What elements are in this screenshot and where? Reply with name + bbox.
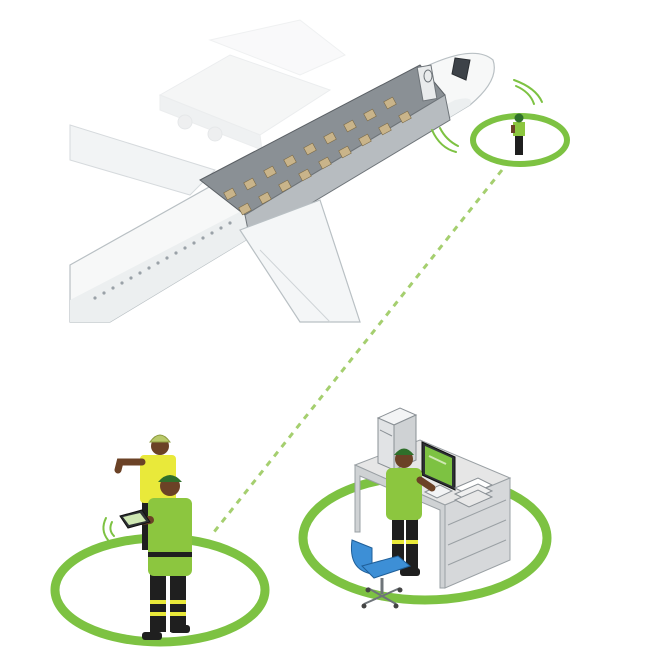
monitor-icon: [421, 441, 456, 494]
wireless-signal-icon: [431, 79, 543, 153]
airplane-cutaway-icon: [69, 19, 543, 323]
cabin-interior: [199, 64, 451, 241]
ground-vehicle-icon: [158, 19, 346, 151]
field-team-zone: [50, 434, 270, 647]
worker-on-wing-icon: [511, 113, 525, 155]
office-chair-icon: [350, 539, 412, 609]
field-worker-front: [126, 475, 192, 640]
tablet-icon: [119, 509, 151, 529]
connection-line: [212, 169, 504, 533]
office-worker: [386, 448, 436, 576]
paper-stack-icon: [453, 477, 494, 508]
office-workstation-zone: [298, 407, 552, 609]
wireless-signal-icon: [102, 517, 115, 541]
remote-worker-zone: [470, 113, 570, 167]
